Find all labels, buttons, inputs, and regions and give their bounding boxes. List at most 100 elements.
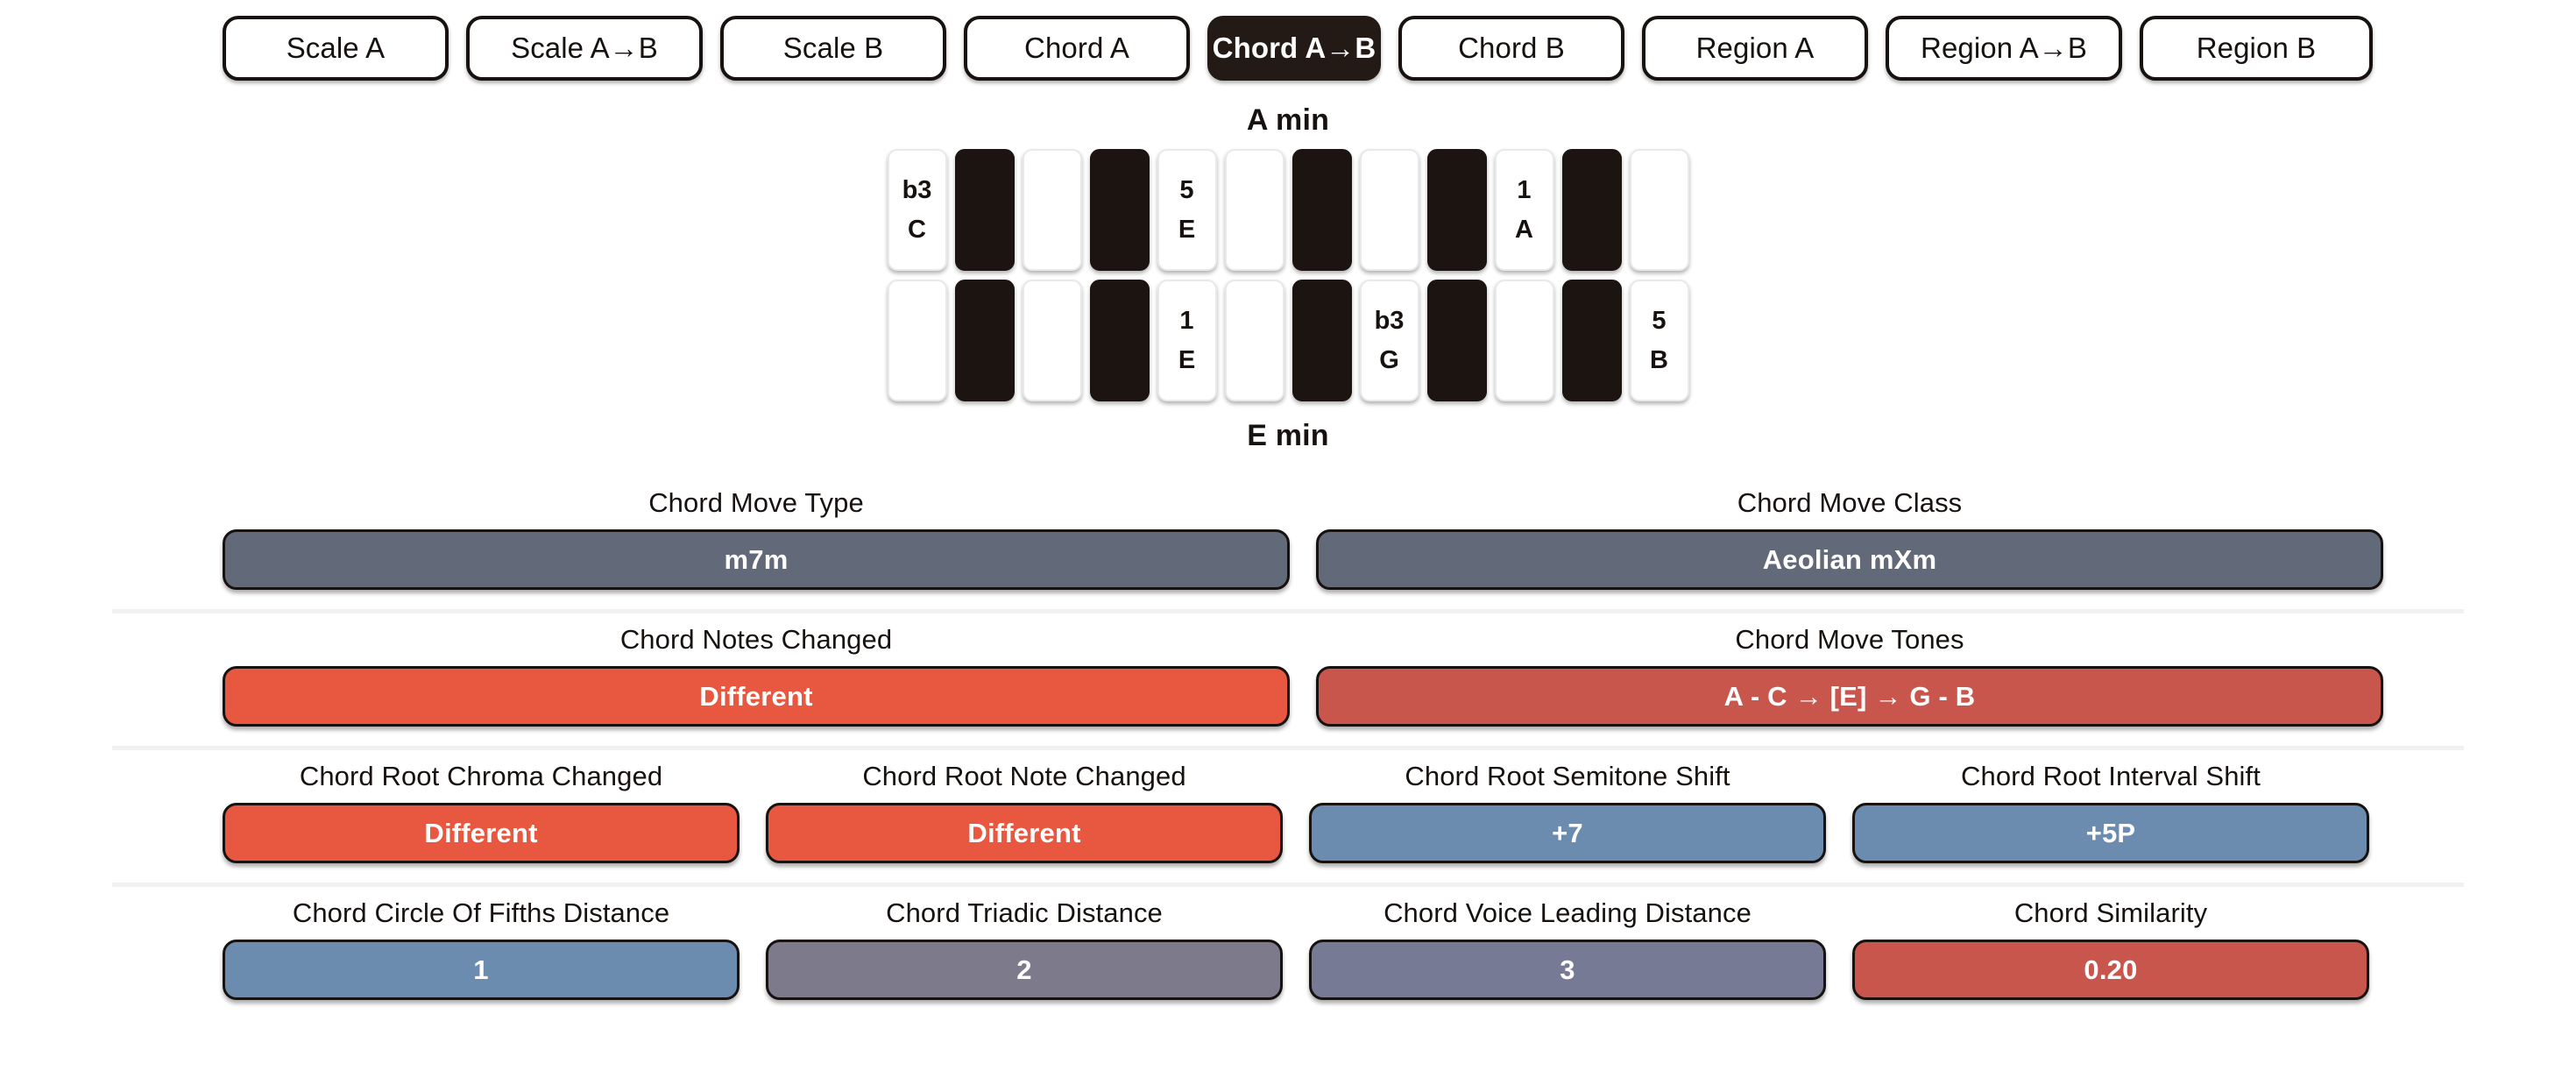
piano-key-a-8[interactable] bbox=[1359, 149, 1419, 271]
tab-region-b[interactable]: Region B bbox=[2140, 16, 2373, 81]
piano-key-a-3[interactable] bbox=[1022, 149, 1082, 271]
piano-key-b-7[interactable] bbox=[1292, 280, 1352, 401]
piano-key-a-12[interactable] bbox=[1629, 149, 1689, 271]
section-divider bbox=[112, 746, 2464, 750]
piano-key-b-10[interactable] bbox=[1494, 280, 1554, 401]
tab-label: Chord B bbox=[1458, 32, 1565, 64]
metric-value: Different bbox=[699, 680, 813, 712]
metric-chord-root-interval-shift: Chord Root Interval Shift+5P bbox=[1852, 762, 2369, 863]
piano-key-b-1[interactable] bbox=[887, 280, 947, 401]
view-mode-tabbar: Scale A Scale A→B Scale B Chord A Chord … bbox=[0, 0, 2576, 86]
metric-value: 1 bbox=[473, 954, 489, 985]
piano-key-b-4[interactable] bbox=[1089, 280, 1150, 401]
metric-label: Chord Root Note Changed bbox=[862, 761, 1186, 791]
key-note: E bbox=[1178, 215, 1196, 244]
metric-label: Chord Similarity bbox=[2013, 897, 2208, 928]
key-note: E bbox=[1178, 345, 1196, 374]
tab-region-a-b[interactable]: Region A→B bbox=[1886, 16, 2122, 81]
piano-key-a-11[interactable] bbox=[1561, 149, 1622, 271]
tab-label: Scale B bbox=[782, 32, 884, 64]
piano-key-b-9[interactable] bbox=[1426, 280, 1487, 401]
piano-key-b-6[interactable] bbox=[1224, 280, 1284, 401]
tab-region-a[interactable]: Region A bbox=[1642, 16, 1868, 81]
tab-label: Region B bbox=[2196, 32, 2317, 64]
metric-label: Chord Move Class bbox=[1737, 487, 1963, 518]
tab-label: Scale A bbox=[286, 32, 386, 64]
key-degree: 1 bbox=[1179, 306, 1194, 335]
tab-scale-a[interactable]: Scale A bbox=[223, 16, 449, 81]
key-note: A bbox=[1515, 215, 1533, 244]
key-degree: 5 bbox=[1179, 175, 1194, 204]
metric-value-pill[interactable]: 2 bbox=[766, 940, 1283, 1000]
metric-value-pill[interactable]: +7 bbox=[1309, 803, 1826, 863]
key-note: G bbox=[1379, 345, 1399, 374]
metric-value-pill[interactable]: A - C → [E] → G - B bbox=[1316, 666, 2383, 727]
tab-label: Chord A bbox=[1024, 32, 1129, 64]
metric-value: A - C → [E] → G - B bbox=[1723, 680, 1976, 712]
section-divider bbox=[112, 883, 2464, 887]
piano-key-a-7[interactable] bbox=[1292, 149, 1352, 271]
piano-key-b-11[interactable] bbox=[1561, 280, 1622, 401]
metric-value: 3 bbox=[1560, 954, 1575, 985]
piano-key-b-2[interactable] bbox=[954, 280, 1015, 401]
metric-label: Chord Move Type bbox=[648, 487, 864, 518]
metric-value: Different bbox=[967, 817, 1081, 848]
piano-key-a-4[interactable] bbox=[1089, 149, 1150, 271]
tab-scale-b[interactable]: Scale B bbox=[720, 16, 946, 81]
key-note: B bbox=[1650, 345, 1668, 374]
key-note: C bbox=[908, 215, 926, 244]
metric-value-pill[interactable]: 3 bbox=[1309, 940, 1826, 1000]
key-degree: b3 bbox=[902, 175, 932, 204]
metric-value: 0.20 bbox=[2084, 954, 2138, 985]
tab-label: Region A→B bbox=[1921, 32, 2087, 64]
metric-value-pill[interactable]: +5P bbox=[1852, 803, 2369, 863]
tab-chord-a-b[interactable]: Chord A→B bbox=[1207, 16, 1381, 81]
metric-label: Chord Move Tones bbox=[1735, 624, 1964, 655]
piano-key-a-6[interactable] bbox=[1224, 149, 1284, 271]
piano-key-b-3[interactable] bbox=[1022, 280, 1082, 401]
metric-value-pill[interactable]: Aeolian mXm bbox=[1316, 529, 2383, 590]
tab-chord-b[interactable]: Chord B bbox=[1398, 16, 1624, 81]
metric-value-pill[interactable]: Different bbox=[223, 803, 740, 863]
metric-chord-move-tones: Chord Move Tones A - C → [E] → G - B bbox=[1316, 626, 2383, 727]
metric-value: Aeolian mXm bbox=[1762, 543, 1937, 575]
metric-value-pill[interactable]: 0.20 bbox=[1852, 940, 2369, 1000]
tab-label: Chord A→B bbox=[1212, 32, 1376, 64]
tab-label: Scale A→B bbox=[511, 32, 658, 64]
metric-chord-circle-of-fifths-distance: Chord Circle Of Fifths Distance 1 bbox=[223, 899, 740, 1000]
piano-key-a-9[interactable] bbox=[1426, 149, 1487, 271]
metric-value-pill[interactable]: Different bbox=[223, 666, 1290, 727]
piano-key-a-2[interactable] bbox=[954, 149, 1015, 271]
section-divider bbox=[112, 609, 2464, 613]
metric-label: Chord Circle Of Fifths Distance bbox=[292, 897, 670, 928]
metric-value-pill[interactable]: Different bbox=[766, 803, 1283, 863]
chord-b-label: E min bbox=[1247, 419, 1329, 452]
tab-chord-a[interactable]: Chord A bbox=[964, 16, 1190, 81]
metric-label: Chord Root Semitone Shift bbox=[1405, 761, 1730, 791]
tab-scale-a-b[interactable]: Scale A→B bbox=[466, 16, 703, 81]
chord-a-label: A min bbox=[1246, 103, 1330, 137]
metric-chord-root-semitone-shift: Chord Root Semitone Shift +7 bbox=[1309, 762, 1826, 863]
metric-value-pill[interactable]: m7m bbox=[223, 529, 1290, 590]
metric-label: Chord Notes Changed bbox=[619, 624, 893, 655]
tab-label: Region A bbox=[1695, 32, 1815, 64]
metric-value-pill[interactable]: 1 bbox=[223, 940, 740, 1000]
